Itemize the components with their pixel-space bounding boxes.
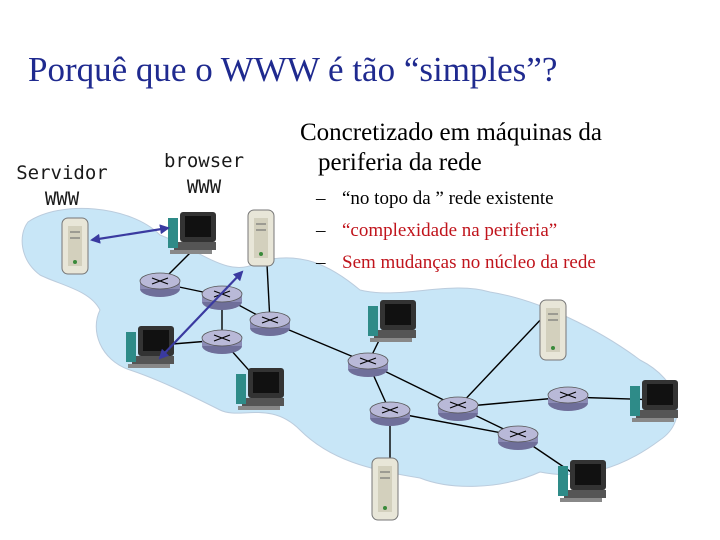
server-label-line2: WWW [44, 188, 80, 210]
slide-title: Porquê que o WWW é tão “simples”? [28, 50, 558, 89]
server-label-line1: Servidor [16, 162, 108, 184]
bullet-2: –“complexidade na periferia” [316, 218, 557, 244]
bullet-text: Sem mudanças no núcleo da rede [342, 252, 596, 273]
bullet-text: “complexidade na periferia” [342, 220, 558, 241]
http-arrows [90, 224, 244, 360]
bullet-text: “no topo da ” rede existente [342, 188, 554, 209]
bullet-dash: – [316, 252, 326, 273]
bullet-dash: – [316, 220, 326, 241]
server-icons [61, 209, 567, 521]
browser-label: browser WWW [148, 148, 260, 200]
main-point-line1: Concretizado em máquinas da [300, 119, 602, 146]
bullet-3: –Sem mudanças no núcleo da rede [316, 250, 596, 276]
main-point: Concretizado em máquinas da periferia da… [300, 118, 602, 178]
bullet-dash: – [316, 188, 326, 209]
browser-label-line1: browser [163, 150, 245, 172]
bullet-1: –“no topo da ” rede existente [316, 186, 554, 212]
browser-label-line2: WWW [186, 176, 222, 198]
main-point-line2: periferia da rede [318, 149, 482, 176]
server-label: Servidor WWW [8, 160, 116, 212]
